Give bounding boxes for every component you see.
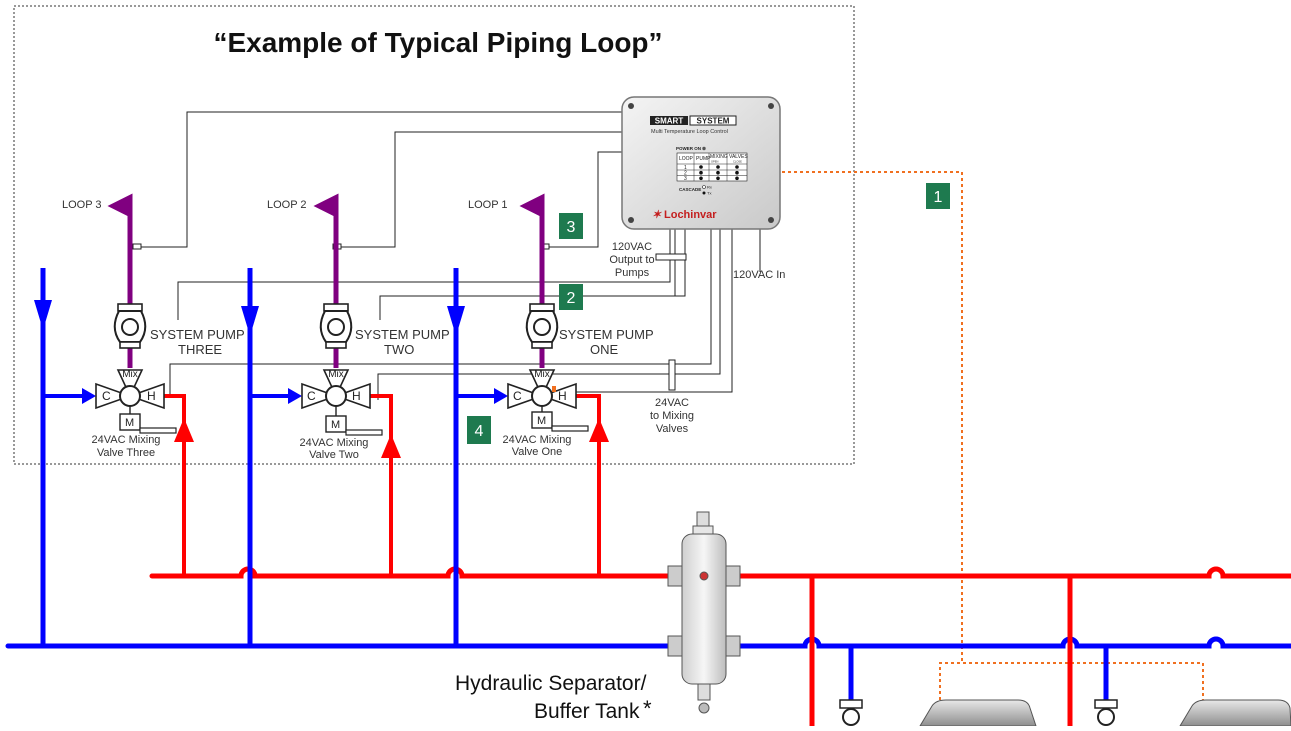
loop3-sensor bbox=[132, 243, 142, 250]
svg-text:Pumps: Pumps bbox=[615, 267, 650, 279]
svg-text:Output to: Output to bbox=[609, 254, 654, 266]
valve-output-label: 24VAC to Mixing Valves bbox=[650, 397, 694, 435]
badge-1: 1 bbox=[926, 183, 950, 209]
badge-2: 2 bbox=[559, 284, 583, 310]
valve3-label-1: 24VAC Mixing bbox=[92, 434, 161, 446]
svg-text:H: H bbox=[558, 389, 567, 403]
svg-text:M: M bbox=[125, 417, 134, 429]
svg-text:LOOP: LOOP bbox=[679, 156, 694, 162]
svg-text:Rx: Rx bbox=[707, 185, 712, 190]
return-header bbox=[5, 636, 1291, 649]
pump3-label-2: THREE bbox=[178, 342, 222, 357]
svg-text:to Mixing: to Mixing bbox=[650, 410, 694, 422]
svg-text:2: 2 bbox=[684, 171, 687, 177]
svg-text:CLOSE: CLOSE bbox=[733, 160, 742, 164]
svg-text:Tx: Tx bbox=[707, 191, 711, 196]
svg-text:2: 2 bbox=[567, 290, 576, 307]
example-frame bbox=[13, 5, 855, 465]
loop-3: Mix C H M LOOP 3 SYSTEM PUMP THREE 24VAC… bbox=[34, 193, 245, 646]
svg-text:1: 1 bbox=[934, 189, 943, 206]
svg-text:VALVES: VALVES bbox=[729, 154, 748, 160]
svg-text:M: M bbox=[331, 419, 340, 431]
valve2-label-2: Valve Two bbox=[309, 449, 359, 461]
svg-text:C: C bbox=[307, 389, 316, 403]
loop2-label: LOOP 2 bbox=[267, 199, 307, 211]
mixing-valve-2 bbox=[301, 369, 383, 436]
svg-text:4: 4 bbox=[475, 423, 484, 440]
boiler-2 bbox=[1179, 699, 1291, 727]
svg-text:SYSTEM: SYSTEM bbox=[697, 117, 730, 126]
loop3-label: LOOP 3 bbox=[62, 199, 102, 211]
loop-1: Mix C H M LOOP 1 SYSTEM PUMP ONE 24VAC M… bbox=[447, 193, 654, 646]
svg-text:H: H bbox=[352, 389, 361, 403]
pump-output-label: 120VAC Output to Pumps bbox=[609, 241, 654, 279]
loop-2: Mix C H M LOOP 2 SYSTEM PUMP TWO 24VAC M… bbox=[241, 193, 450, 646]
svg-text:C: C bbox=[513, 389, 522, 403]
valve3-label-2: Valve Three bbox=[97, 447, 155, 459]
pump-2 bbox=[319, 303, 353, 349]
pump-3 bbox=[113, 303, 147, 349]
pump3-label-1: SYSTEM PUMP bbox=[150, 327, 245, 342]
boiler-branches bbox=[809, 576, 1109, 726]
boiler-1 bbox=[919, 699, 1037, 727]
boiler-pump-1 bbox=[839, 699, 863, 726]
svg-text:SMART: SMART bbox=[655, 117, 684, 126]
svg-text:Mix: Mix bbox=[122, 369, 138, 380]
mixing-valve-1 bbox=[507, 369, 589, 432]
svg-text:MIXING: MIXING bbox=[710, 154, 728, 160]
svg-text:H: H bbox=[147, 389, 156, 403]
badge-3: 3 bbox=[559, 213, 583, 239]
hydraulic-separator bbox=[667, 511, 741, 714]
separator-label-2: Buffer Tank bbox=[534, 700, 640, 723]
svg-text:Valves: Valves bbox=[656, 423, 689, 435]
pump-terminal-block bbox=[655, 253, 687, 261]
svg-text:C: C bbox=[102, 389, 111, 403]
svg-text:POWER ON: POWER ON bbox=[676, 146, 701, 151]
badge-4: 4 bbox=[467, 416, 491, 444]
svg-text:M: M bbox=[537, 415, 546, 427]
loop1-label: LOOP 1 bbox=[468, 199, 508, 211]
valve-terminal-block bbox=[668, 359, 676, 391]
diagram-title: “Example of Typical Piping Loop” bbox=[213, 27, 662, 58]
pump1-label-2: ONE bbox=[590, 342, 619, 357]
svg-text:3: 3 bbox=[684, 176, 687, 182]
svg-text:OPEN: OPEN bbox=[711, 160, 718, 164]
power-in-label: 120VAC In bbox=[733, 269, 785, 281]
svg-text:Multi Temperature Loop Control: Multi Temperature Loop Control bbox=[651, 129, 728, 135]
pump2-label-1: SYSTEM PUMP bbox=[355, 327, 450, 342]
pump-1 bbox=[525, 303, 559, 349]
lochinvar-logo: ✶ bbox=[652, 209, 662, 221]
svg-text:24VAC: 24VAC bbox=[655, 397, 689, 409]
valve1-label-1: 24VAC Mixing bbox=[503, 434, 572, 446]
svg-text:1: 1 bbox=[684, 165, 687, 171]
lochinvar-wordmark: Lochinvar bbox=[664, 209, 717, 221]
svg-text:PUMP: PUMP bbox=[696, 156, 711, 162]
valve1-label-2: Valve One bbox=[512, 446, 563, 458]
pump2-label-2: TWO bbox=[384, 342, 414, 357]
svg-text:CASCADE: CASCADE bbox=[679, 187, 701, 192]
svg-text:3: 3 bbox=[567, 219, 576, 236]
svg-text:Mix: Mix bbox=[534, 369, 550, 380]
svg-text:Mix: Mix bbox=[328, 369, 344, 380]
svg-text:120VAC: 120VAC bbox=[612, 241, 652, 253]
separator-asterisk: * bbox=[643, 696, 652, 721]
valve2-label-1: 24VAC Mixing bbox=[300, 437, 369, 449]
cascade-comm-wiring bbox=[782, 171, 1204, 712]
separator-label-1: Hydraulic Separator/ bbox=[455, 672, 647, 695]
pump1-label-1: SYSTEM PUMP bbox=[559, 327, 654, 342]
boiler-pump-2 bbox=[1094, 699, 1118, 726]
mixing-valve-3 bbox=[95, 369, 177, 434]
smart-system-controller: SMART SYSTEM Multi Temperature Loop Cont… bbox=[621, 96, 781, 230]
